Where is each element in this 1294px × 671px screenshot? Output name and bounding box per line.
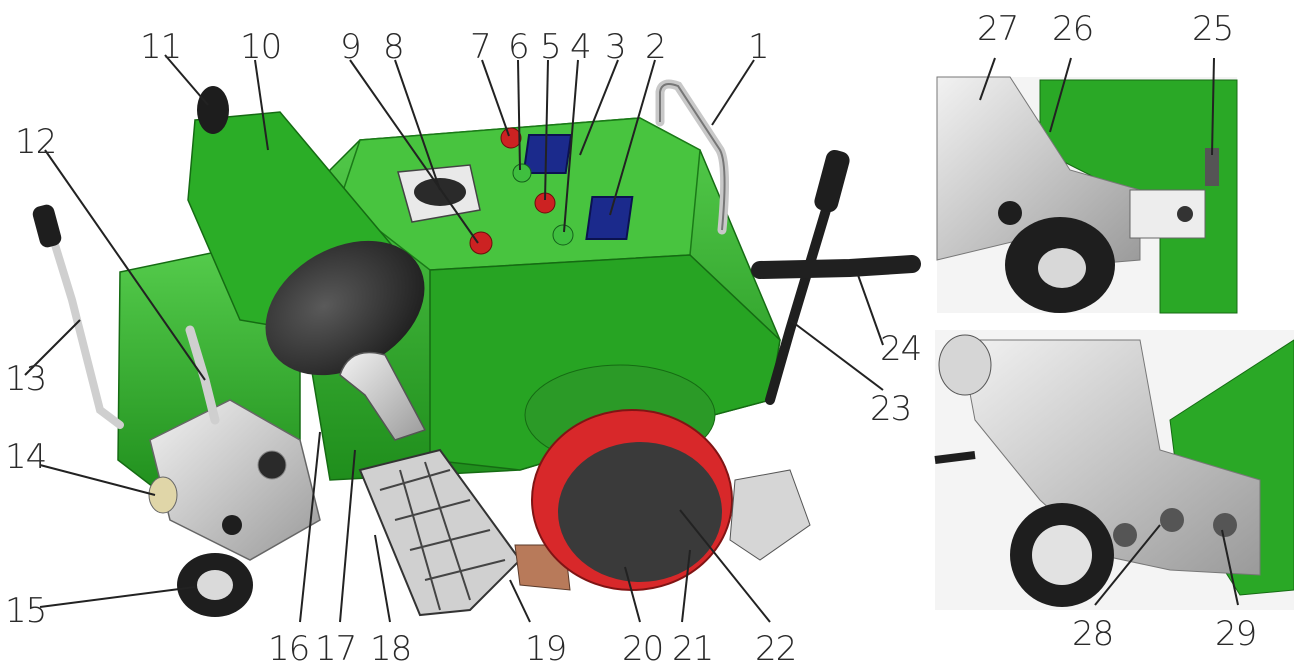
knob-red-low [469, 231, 493, 255]
display-lower [585, 196, 634, 240]
label-16: 16 [268, 629, 309, 669]
label-12: 12 [15, 122, 56, 162]
leader-lines [24, 54, 1239, 623]
label-1: 1 [748, 27, 769, 67]
label-4: 4 [570, 27, 591, 67]
display-upper [522, 134, 573, 174]
label-10: 10 [240, 27, 281, 67]
inset-top [936, 76, 1238, 314]
power-cable [751, 255, 921, 279]
roller-face [558, 442, 722, 582]
label-2: 2 [645, 27, 666, 67]
blower-end [197, 86, 229, 134]
label-14: 14 [5, 437, 46, 477]
knob-red-top [500, 127, 522, 149]
adjust-knob [257, 450, 287, 480]
right-handle [765, 175, 840, 405]
front-plate [149, 399, 321, 561]
label-27: 27 [977, 9, 1018, 49]
label-9: 9 [340, 27, 361, 67]
label-8: 8 [383, 27, 404, 67]
right-bracket [729, 469, 811, 561]
guide-wheel [148, 476, 178, 514]
label-13: 13 [5, 359, 46, 399]
label-15: 15 [5, 591, 46, 631]
label-7: 7 [470, 27, 491, 67]
label-29: 29 [1215, 614, 1256, 654]
heater-cage [358, 448, 522, 617]
knob-green-mid [552, 224, 574, 246]
label-26: 26 [1052, 9, 1093, 49]
label-18: 18 [370, 629, 411, 669]
label-23: 23 [870, 389, 911, 429]
label-5: 5 [540, 27, 561, 67]
label-17: 17 [315, 629, 356, 669]
label-24: 24 [880, 329, 921, 369]
switch-dial [414, 178, 466, 206]
label-6: 6 [508, 27, 529, 67]
label-19: 19 [525, 629, 566, 669]
label-25: 25 [1192, 9, 1233, 49]
air-pipe [339, 351, 427, 441]
label-22: 22 [755, 629, 796, 669]
blower-front-cap [265, 240, 425, 376]
left-handle [44, 218, 124, 429]
label-21: 21 [672, 629, 713, 669]
label-11: 11 [140, 27, 181, 67]
main-machine [32, 79, 921, 617]
knob-green-top [512, 163, 532, 183]
part-numbers: 1 2 3 4 5 6 7 8 9 10 11 12 13 14 15 16 1… [5, 9, 1257, 669]
inset-bottom [934, 330, 1294, 610]
label-3: 3 [605, 27, 626, 67]
label-20: 20 [622, 629, 663, 669]
label-28: 28 [1072, 614, 1113, 654]
